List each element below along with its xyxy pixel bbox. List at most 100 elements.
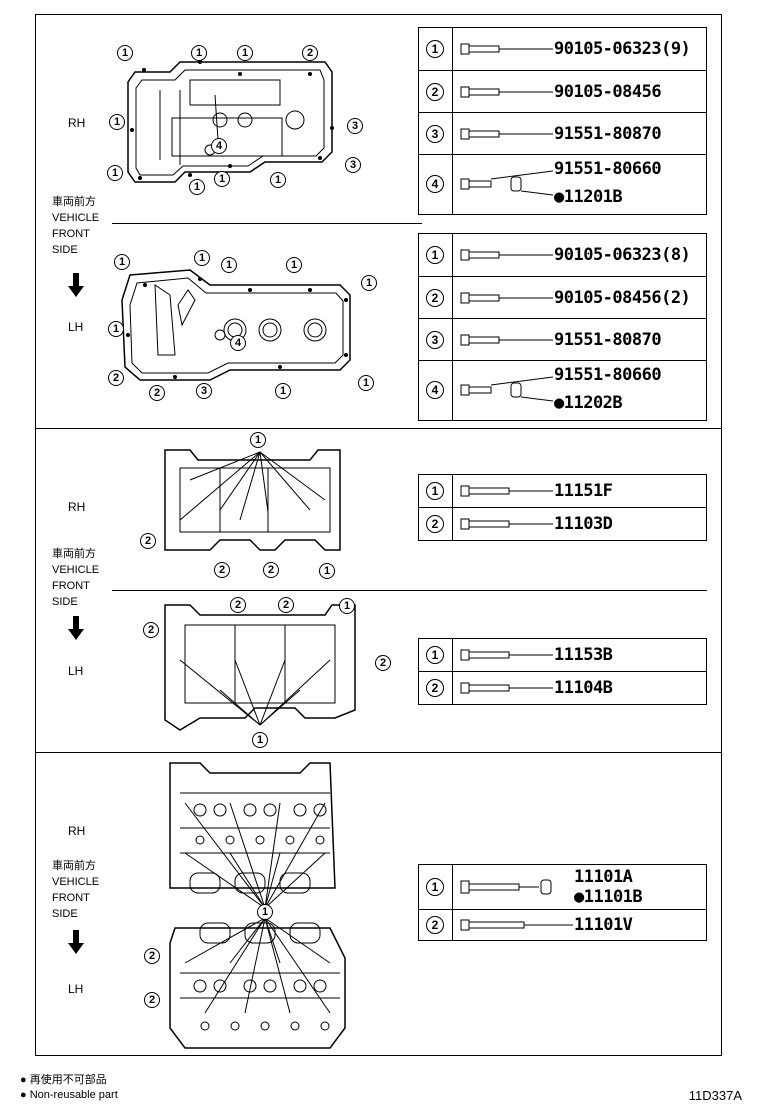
- bolt-table-cylinder-head: 1 11101A ●11101B 2 11101V: [418, 864, 707, 941]
- callout: 1: [252, 732, 268, 748]
- part-number: 90105-08456: [554, 82, 662, 102]
- callout: 1: [191, 45, 207, 61]
- vehicle-front-l2: FRONT: [52, 580, 90, 592]
- callout: 2: [144, 948, 160, 964]
- diagram-frame: [35, 14, 722, 1056]
- callout: 1: [275, 383, 291, 399]
- row-number: 1: [426, 646, 444, 664]
- table-row: 3 91551-80870: [419, 318, 706, 361]
- bolt-washer-icon: [460, 879, 552, 895]
- part-number: 11103D: [554, 514, 613, 534]
- table-row: 4 91551-80660 ●11202B: [419, 360, 706, 420]
- rh-label: RH: [68, 116, 86, 130]
- callout: 1: [286, 257, 302, 273]
- part-number: 11151F: [554, 481, 613, 501]
- stud-and-nut-icon: [460, 376, 554, 402]
- table-row: 1 11153B: [419, 639, 706, 671]
- part-number: 11153B: [554, 645, 613, 665]
- table-row: 1 11101A ●11101B: [419, 865, 706, 909]
- part-number: ●11202B: [554, 393, 623, 413]
- legend-en: ● Non-reusable part: [20, 1089, 118, 1101]
- lh-label: LH: [68, 320, 84, 334]
- vehicle-front-note: 車両前方 VEHICLE FRONT SIDE: [52, 858, 99, 922]
- lh-cam-housing-drawing: [164, 604, 356, 731]
- vehicle-front-note: 車両前方 VEHICLE FRONT SIDE: [52, 194, 99, 258]
- callout: 1: [339, 598, 355, 614]
- vehicle-front-note: 車両前方 VEHICLE FRONT SIDE: [52, 546, 99, 610]
- callout: 3: [347, 118, 363, 134]
- lh-label: LH: [68, 982, 84, 996]
- vehicle-front-l1: VEHICLE: [52, 212, 100, 224]
- rh-lh-divider: [112, 223, 422, 224]
- row-number: 2: [426, 679, 444, 697]
- table-row: 1 90105-06323(8): [419, 234, 706, 276]
- row-number: 4: [426, 175, 444, 193]
- part-number: 11101V: [574, 915, 633, 935]
- vehicle-front-l1: VEHICLE: [52, 876, 100, 888]
- rh-label: RH: [68, 500, 86, 514]
- row-number: 1: [426, 40, 444, 58]
- callout: 2: [214, 562, 230, 578]
- part-number: 91551-80660: [554, 365, 662, 385]
- row-number: 3: [426, 125, 444, 143]
- bolt-icon: [460, 292, 553, 304]
- bolt-icon: [460, 86, 553, 98]
- bolt-icon: [460, 485, 553, 497]
- callout: 1: [114, 254, 130, 270]
- bolt-table-lh: 1 90105-06323(8) 2 90105-08456(2) 3 9155…: [418, 233, 707, 421]
- callout: 2: [149, 385, 165, 401]
- part-number: 90105-06323(9): [554, 39, 691, 59]
- callout: 1: [237, 45, 253, 61]
- callout: 1: [358, 375, 374, 391]
- callout: 2: [143, 622, 159, 638]
- callout: 1: [361, 275, 377, 291]
- callout: 1: [270, 172, 286, 188]
- bolt-icon: [460, 649, 553, 661]
- part-number: 90105-08456(2): [554, 288, 691, 308]
- section-divider: [35, 752, 722, 753]
- callout: 4: [230, 335, 246, 351]
- number-column: [419, 28, 453, 214]
- down-arrow-icon: [68, 930, 84, 954]
- vehicle-front-l3: SIDE: [52, 596, 78, 608]
- callout: 4: [211, 138, 227, 154]
- stud-and-nut-icon: [460, 170, 554, 196]
- callout: 1: [250, 432, 266, 448]
- part-number: ●11101B: [574, 887, 643, 907]
- part-number: 11104B: [554, 678, 613, 698]
- down-arrow-icon: [68, 273, 84, 297]
- callout: 1: [109, 114, 125, 130]
- row-number: 2: [426, 289, 444, 307]
- callout: 2: [144, 992, 160, 1008]
- callout: 1: [108, 321, 124, 337]
- rh-cam-housing-drawing: [164, 449, 341, 551]
- row-number: 1: [426, 246, 444, 264]
- bolt-icon: [460, 128, 553, 140]
- part-number: 91551-80870: [554, 124, 662, 144]
- callout: 1: [214, 171, 230, 187]
- row-number: 2: [426, 515, 444, 533]
- callout: 2: [230, 597, 246, 613]
- table-row: 2 90105-08456(2): [419, 276, 706, 319]
- bolt-icon: [460, 334, 553, 346]
- callout: 1: [221, 257, 237, 273]
- callout: 2: [140, 533, 156, 549]
- part-number: 11101A: [574, 867, 633, 887]
- part-number: ●11201B: [554, 187, 623, 207]
- table-row: 2 90105-08456: [419, 70, 706, 113]
- part-number: 91551-80660: [554, 159, 662, 179]
- vehicle-front-jp: 車両前方: [52, 860, 96, 872]
- table-row: 1 11151F: [419, 475, 706, 507]
- table-row: 2 11104B: [419, 671, 706, 704]
- row-number: 1: [426, 878, 444, 896]
- row-number: 2: [426, 83, 444, 101]
- figure-code: 11D337A: [688, 1088, 742, 1103]
- table-row: 2 11103D: [419, 507, 706, 540]
- vehicle-front-jp: 車両前方: [52, 196, 96, 208]
- cylinder-head-drawing: [169, 762, 346, 1049]
- table-row: 4 91551-80660 ●11201B: [419, 154, 706, 214]
- callout: 3: [196, 383, 212, 399]
- row-number: 2: [426, 916, 444, 934]
- vehicle-front-l2: FRONT: [52, 228, 90, 240]
- rh-lh-divider: [112, 590, 707, 591]
